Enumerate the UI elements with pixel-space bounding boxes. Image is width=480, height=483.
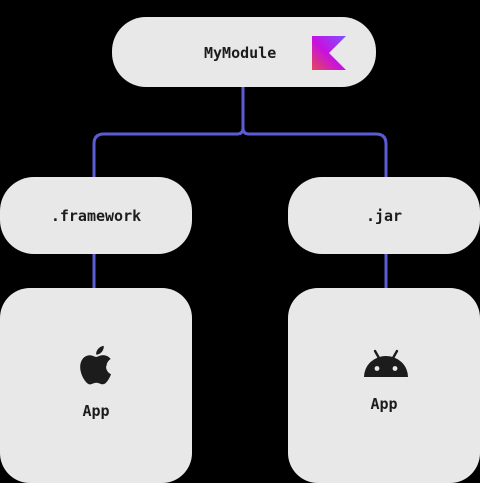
android-app-label: App	[370, 395, 398, 413]
branch-right-line	[241, 127, 388, 177]
module-label: MyModule	[204, 44, 277, 62]
apple-icon	[80, 345, 111, 385]
framework-label: .framework	[50, 206, 142, 225]
jar-label: .jar	[365, 206, 403, 225]
ios-app-node: App	[0, 288, 192, 483]
module-node: MyModule	[112, 17, 376, 87]
android-icon	[364, 349, 408, 377]
jar-output-node: .jar	[288, 177, 480, 254]
framework-output-node: .framework	[0, 177, 192, 254]
android-app-node: App	[288, 288, 480, 483]
branch-left-line	[92, 127, 245, 177]
kotlin-logo-icon	[312, 36, 346, 70]
ios-app-label: App	[82, 402, 110, 420]
